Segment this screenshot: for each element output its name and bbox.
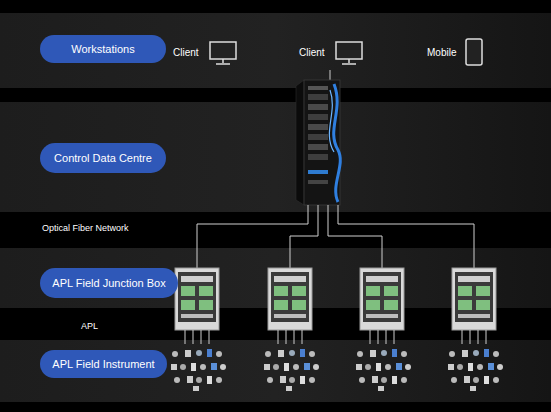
instrument-cluster: [356, 349, 411, 391]
layer-pill: Workstations: [40, 35, 166, 63]
band: [0, 13, 551, 88]
tablet-icon: [466, 39, 482, 65]
junction-box: [452, 268, 496, 344]
band: [0, 102, 551, 212]
instrument-cluster: [264, 349, 319, 391]
network-label: Optical Fiber Network: [42, 224, 129, 234]
device-label: Client: [173, 47, 199, 58]
pill-label: APL Field Junction Box: [52, 278, 165, 289]
pill-label: Workstations: [71, 44, 134, 55]
layer-pill: APL Field Instrument: [40, 350, 167, 378]
junction-box: [175, 268, 219, 344]
instrument-cluster: [171, 349, 226, 391]
monitor-icon: [210, 42, 236, 64]
layer-pill: Control Data Centre: [40, 143, 166, 173]
monitor-icon: [336, 42, 362, 64]
pill-label: APL Field Instrument: [52, 359, 154, 370]
band: [0, 340, 551, 402]
junction-box: [360, 268, 404, 344]
junction-box: [268, 268, 312, 344]
server-rack: [296, 80, 340, 205]
instrument-cluster: [448, 349, 503, 391]
pill-label: Control Data Centre: [54, 153, 152, 164]
device-label: Client: [299, 47, 325, 58]
network-label: APL: [81, 322, 98, 332]
fiber-line: [197, 205, 474, 268]
layer-pill: APL Field Junction Box: [40, 268, 178, 298]
device-label: Mobile: [427, 47, 456, 58]
